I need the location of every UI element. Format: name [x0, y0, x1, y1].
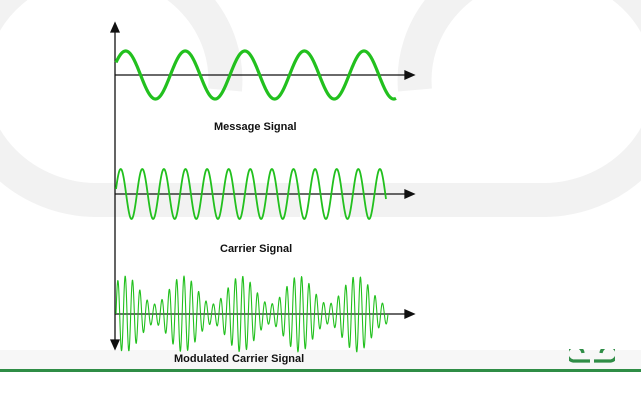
- modulated-carrier-signal-wave: [115, 275, 389, 353]
- watermark-logo-icon: [0, 0, 641, 217]
- carrier-axis-arrow: [404, 188, 416, 200]
- modulated-carrier-signal-label: Modulated Carrier Signal: [174, 353, 305, 365]
- geeksforgeeks-logo-icon: [569, 349, 615, 363]
- y-axis-arrow-up: [109, 21, 121, 33]
- footer-divider: [0, 369, 641, 372]
- carrier-signal-label: Carrier Signal: [220, 243, 293, 255]
- carrier-signal-wave: [115, 168, 387, 220]
- modulated-axis-arrow: [404, 308, 416, 320]
- footer-band: [0, 350, 641, 369]
- y-axis-arrow-down: [109, 339, 121, 351]
- message-axis-arrow: [404, 69, 416, 81]
- message-signal-label: Message Signal: [214, 121, 297, 133]
- message-signal-wave: [114, 49, 398, 101]
